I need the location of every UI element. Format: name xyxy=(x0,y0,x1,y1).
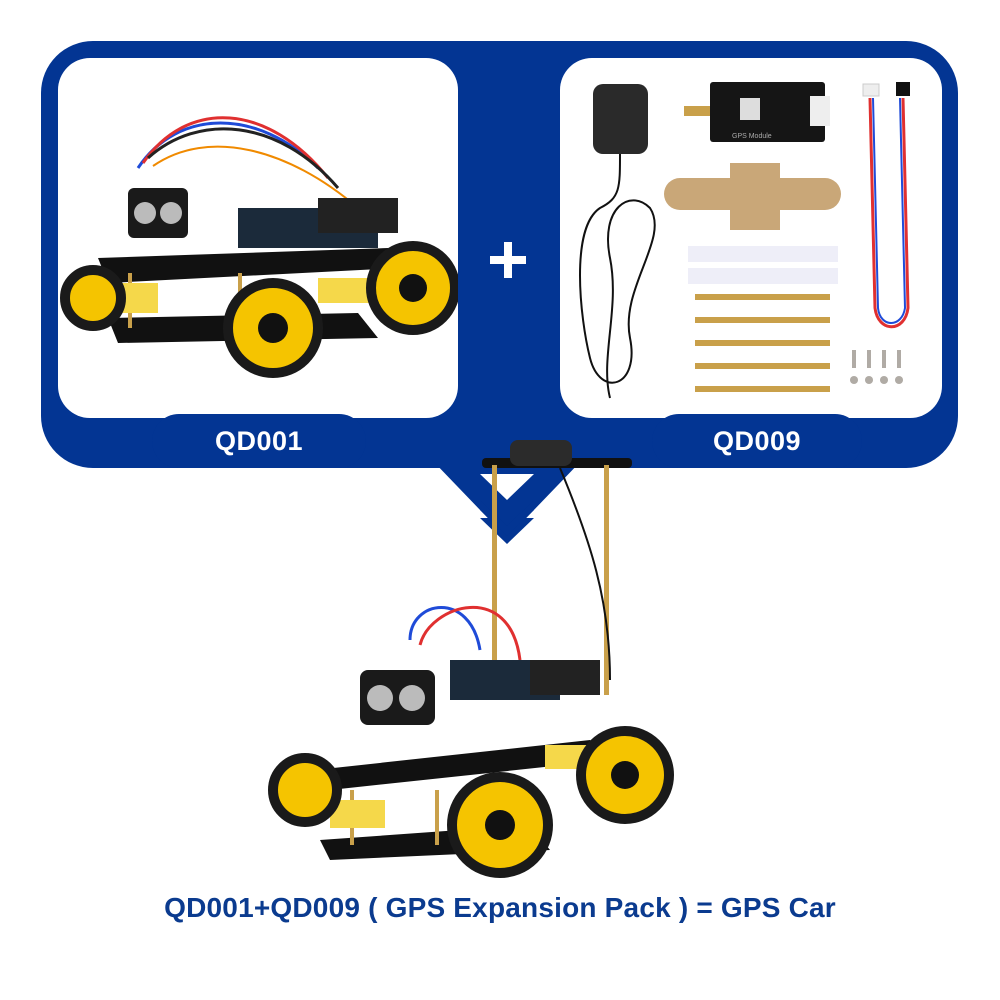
caption: QD001+QD009 ( GPS Expansion Pack ) = GPS… xyxy=(164,892,836,923)
gps-module-label: GPS Module xyxy=(732,133,772,140)
product-panel-qd009: GPS Module xyxy=(560,58,942,418)
robot-car-image xyxy=(60,116,458,378)
label-qd009: QD009 xyxy=(652,414,862,468)
product-panel-qd001 xyxy=(58,58,458,418)
label-qd001: QD001 xyxy=(152,414,366,468)
gps-car-image xyxy=(268,440,674,878)
plus-icon xyxy=(488,240,528,280)
gps-kit-image: GPS Module xyxy=(579,82,910,399)
